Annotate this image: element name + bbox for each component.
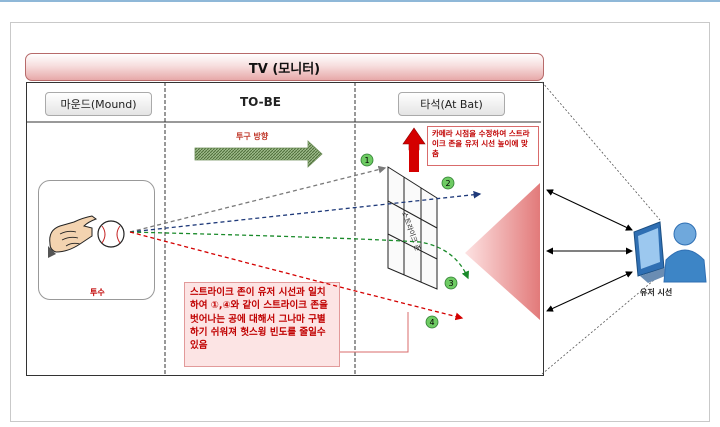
sightline-arrow-bottom — [546, 271, 633, 312]
svg-text:3: 3 — [448, 279, 453, 288]
red-up-arrow-shaft — [409, 144, 419, 172]
strike-zone-grid — [387, 166, 438, 290]
camera-note: 카메라 시점을 수정하여 스트라이크 존을 유저 시선 높이에 맞춤 — [427, 126, 539, 166]
svg-text:4: 4 — [429, 318, 434, 327]
pitch-line-4 — [129, 231, 464, 321]
top-rule — [0, 0, 720, 2]
tv-title: TV (모니터) — [248, 62, 321, 77]
viewer-label: 유저 시선 — [640, 288, 673, 297]
atbat-header-label: 타석(At Bat) — [420, 98, 483, 111]
mound-header: 마운드(Mound) — [45, 92, 152, 116]
main-note: 스트라이크 존이 유저 시선과 일치하여 ①,④와 같이 스트라이크 존을 벗어… — [184, 282, 340, 367]
marker-3: 3 — [444, 276, 458, 290]
note-connector — [340, 312, 409, 353]
atbat-header: 타석(At Bat) — [398, 92, 505, 116]
marker-4: 4 — [425, 315, 439, 329]
pitch-line-2 — [129, 190, 482, 233]
pitcher-hand-icon — [48, 215, 98, 258]
pitch-direction-label: 투구 방향 — [236, 132, 269, 141]
marker-1: 1 — [360, 153, 374, 167]
pitch-direction-arrow — [194, 140, 323, 168]
tobe-header: TO-BE — [240, 95, 281, 109]
svg-text:2: 2 — [445, 179, 450, 188]
svg-text:1: 1 — [364, 156, 369, 165]
user-computer-icon — [633, 221, 707, 283]
view-cone-arrow — [465, 183, 540, 320]
tv-monitor-bar: TV (모니터) — [25, 53, 544, 81]
sightline-arrow-top — [546, 189, 633, 231]
marker-2: 2 — [441, 176, 455, 190]
pitcher-label: 투수 — [90, 288, 105, 297]
mound-header-label: 마운드(Mound) — [60, 98, 137, 111]
baseball-icon — [97, 220, 125, 248]
pitch-line-3 — [129, 231, 469, 280]
projection-line-bottom — [541, 274, 661, 375]
projection-line-top — [541, 81, 661, 221]
pitch-line-1 — [129, 165, 387, 233]
